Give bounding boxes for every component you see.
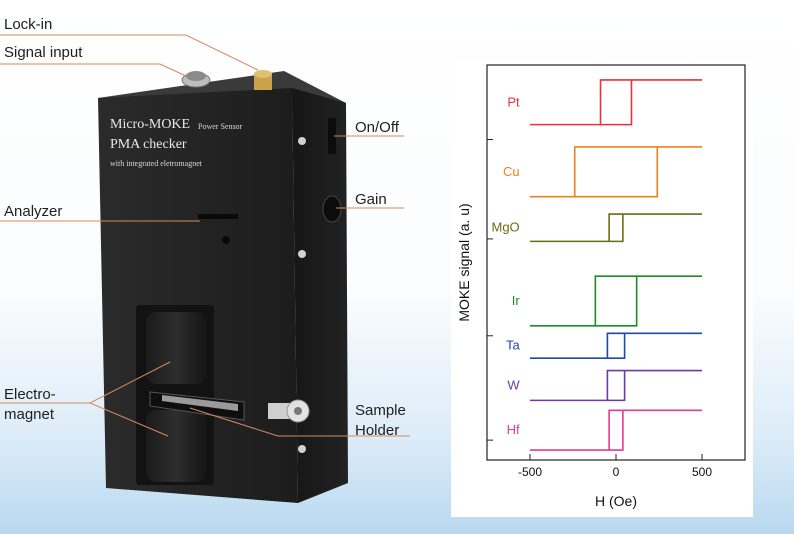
analyzer-slot bbox=[198, 214, 238, 219]
lock-in-label: Lock-in bbox=[4, 16, 53, 33]
device-top-labels: Power Sensor bbox=[198, 122, 243, 131]
gain-knob bbox=[322, 195, 342, 223]
signal-input-line bbox=[0, 63, 187, 77]
electromagnet-top bbox=[146, 312, 206, 384]
sample-holder-line bbox=[189, 407, 410, 437]
loop-ta bbox=[530, 332, 702, 359]
electromagnet-line-b bbox=[89, 402, 169, 437]
electromagnet-label-1: Electro- bbox=[4, 386, 56, 403]
lock-in-line bbox=[0, 34, 259, 71]
series-label-ir: Ir bbox=[512, 293, 521, 308]
signal-input-label: Signal input bbox=[4, 44, 83, 61]
series-label-pt: Pt bbox=[507, 94, 520, 109]
loop-pt bbox=[530, 79, 702, 126]
series-label-w: W bbox=[507, 377, 520, 392]
loop-ir bbox=[530, 275, 702, 327]
loop-cu bbox=[530, 146, 702, 198]
device-title-1: Micro-MOKE bbox=[110, 117, 190, 132]
on-off-label: On/Off bbox=[355, 119, 399, 136]
series-label-cu: Cu bbox=[503, 164, 520, 179]
electromagnet-bottom bbox=[146, 410, 206, 482]
series-label-hf: Hf bbox=[507, 422, 520, 437]
x-axis-label: H (Oe) bbox=[595, 493, 637, 509]
device-subtitle: with integrated eletromagnet bbox=[110, 159, 203, 168]
electromagnet-label-2: magnet bbox=[4, 406, 55, 423]
loop-w bbox=[530, 369, 702, 402]
loop-hf bbox=[530, 409, 702, 451]
sample-holder-label-1: Sample bbox=[355, 402, 406, 419]
x-tick-label: -500 bbox=[518, 465, 542, 479]
device-drawing: Micro-MOKE PMA checker with integrated e… bbox=[0, 34, 410, 503]
series-label-ta: Ta bbox=[506, 338, 521, 353]
x-tick-label: 0 bbox=[613, 465, 620, 479]
gain-label: Gain bbox=[355, 191, 387, 208]
analyzer-label: Analyzer bbox=[4, 203, 63, 220]
sample-holder-label-2: Holder bbox=[355, 422, 400, 439]
y-axis-label: MOKE signal (a. u) bbox=[456, 203, 472, 321]
device-illustration: Micro-MOKE PMA checker with integrated e… bbox=[0, 16, 410, 503]
x-tick-label: 500 bbox=[692, 465, 712, 479]
device-side-face bbox=[292, 88, 348, 503]
on-off-switch bbox=[328, 118, 336, 154]
series-label-mgo: MgO bbox=[492, 220, 520, 235]
device-title-2: PMA checker bbox=[110, 137, 187, 152]
lock-in-connector bbox=[254, 74, 272, 90]
loop-mgo bbox=[530, 213, 702, 243]
